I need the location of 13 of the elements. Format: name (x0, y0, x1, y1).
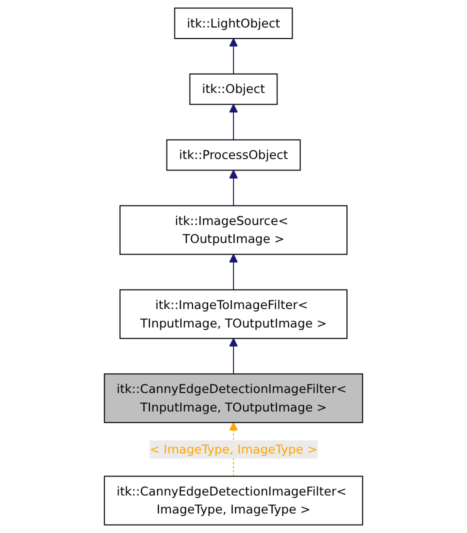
arrow (229, 104, 238, 140)
arrow (229, 338, 238, 374)
node-box: itk::ImageToImageFilter< TInputImage, TOutputImage > (120, 289, 348, 339)
node-box: itk::LightObject (174, 8, 293, 40)
arrow (229, 170, 238, 206)
node-box: itk::CannyEdgeDetectionImageFilter< ImageType, ImageType > (104, 476, 364, 526)
edge-label: < ImageType, ImageType > (150, 442, 318, 456)
node-box: itk::ImageSource< TOutputImage > (120, 205, 348, 255)
arrow (229, 254, 238, 290)
arrow (229, 38, 238, 74)
node-box: itk::CannyEdgeDetectionImageFilter< TInputImage, TOutputImage > (104, 373, 364, 424)
node-box: itk::ProcessObject (166, 139, 301, 171)
node-box: itk::Object (189, 73, 278, 105)
